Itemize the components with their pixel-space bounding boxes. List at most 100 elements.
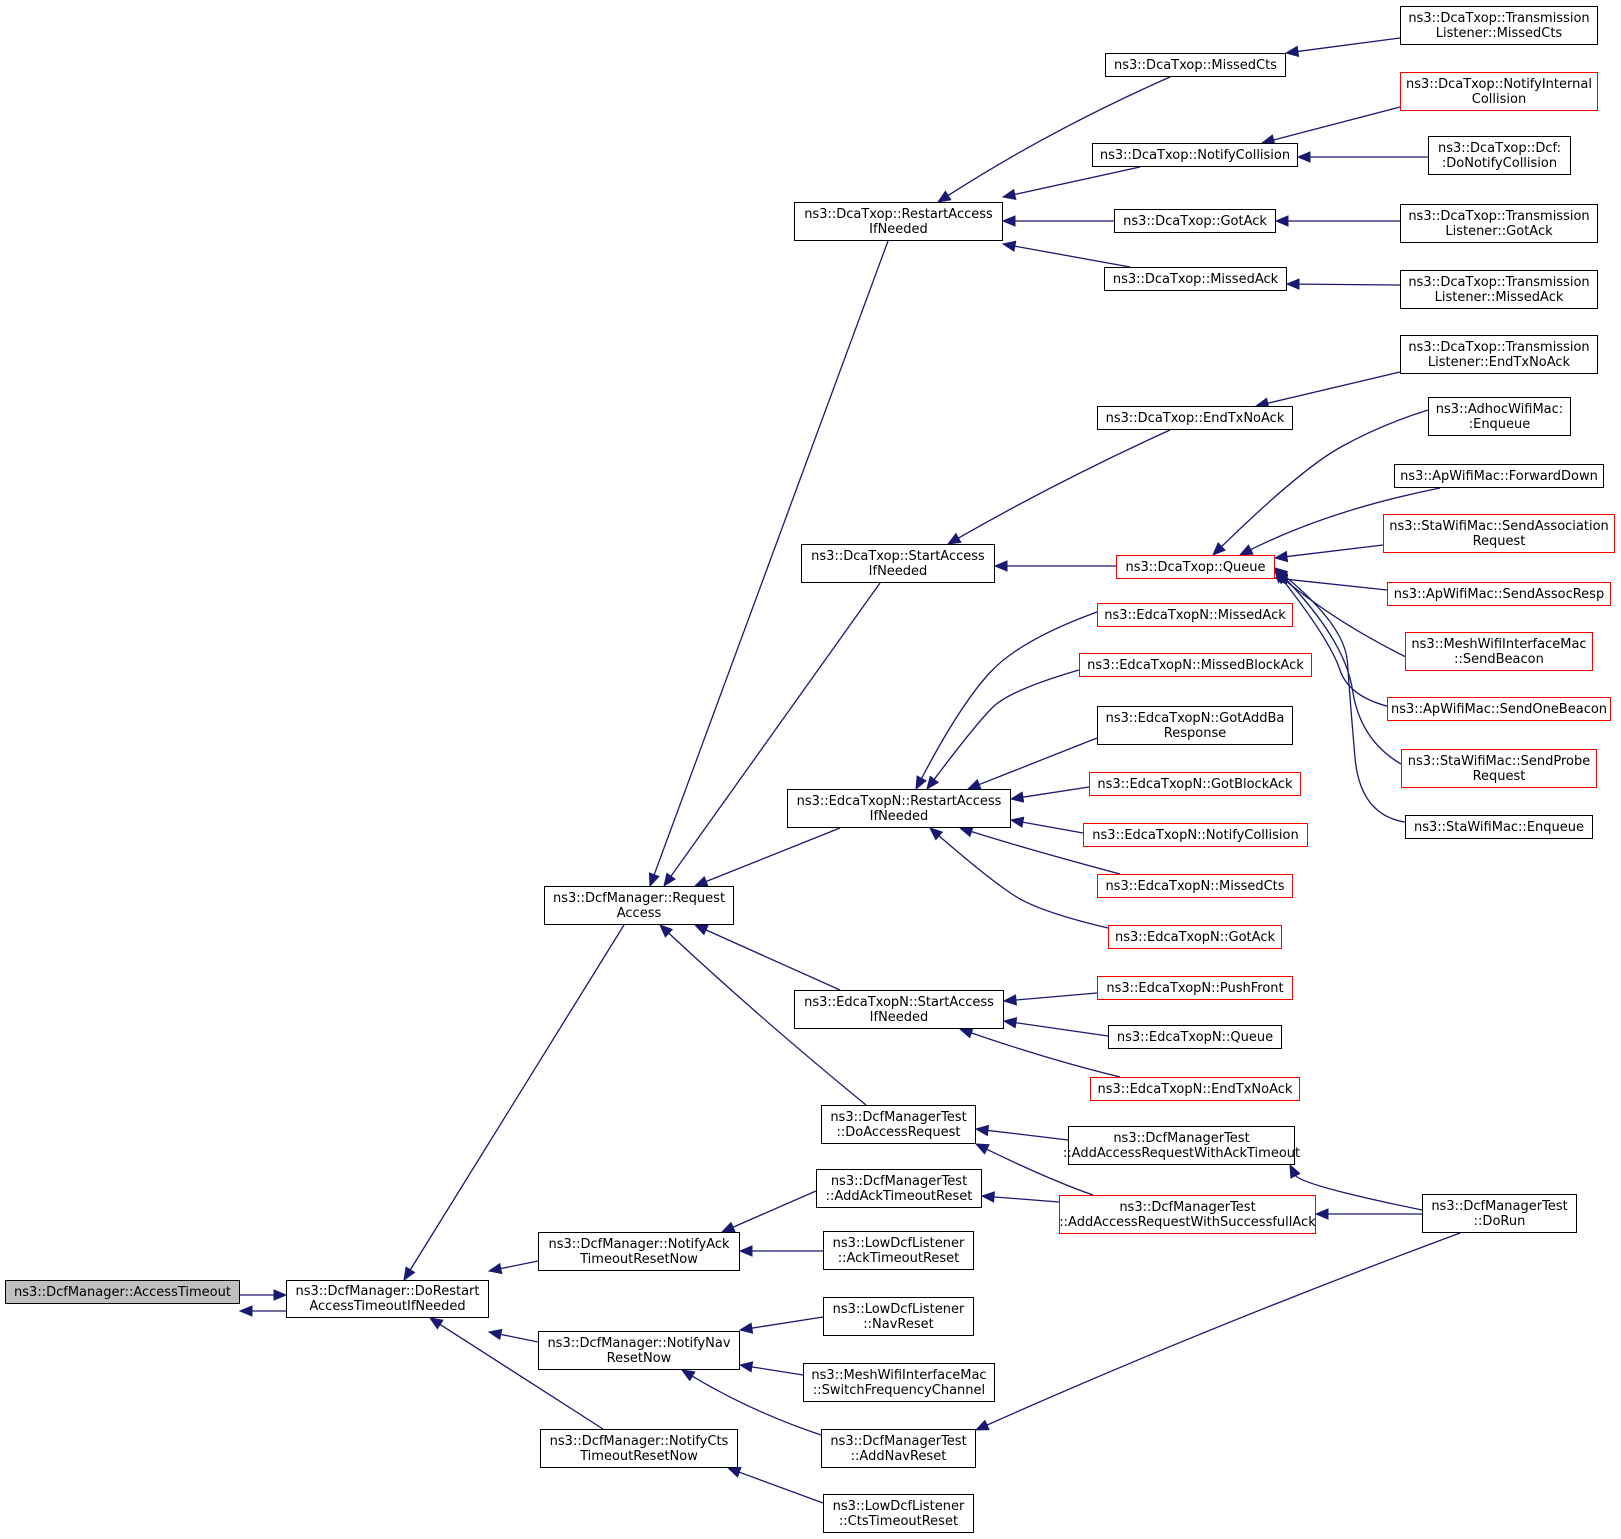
node-label: ns3::ApWifiMac::SendOneBeacon	[1390, 701, 1608, 717]
node-label: ns3::DcaTxop::Dcf:	[1437, 140, 1562, 156]
node-dmt-doaccess[interactable]: ns3::DcfManagerTest::DoAccessRequest	[821, 1105, 976, 1144]
node-label: ns3::DcfManagerTest	[830, 1173, 968, 1189]
node-edca-queue[interactable]: ns3::EdcaTxopN::Queue	[1108, 1025, 1282, 1049]
node-ldl-cts[interactable]: ns3::LowDcfListener::CtsTimeoutReset	[823, 1494, 974, 1533]
edge-dca-restart-to-requestaccess	[653, 240, 889, 876]
node-dmt-addnav[interactable]: ns3::DcfManagerTest::AddNavReset	[821, 1429, 976, 1468]
node-dmt-dorun[interactable]: ns3::DcfManagerTest::DoRun	[1422, 1194, 1577, 1233]
node-label: AccessTimeoutIfNeeded	[309, 1299, 466, 1314]
edge-notifynav-to-dorestart	[499, 1333, 539, 1343]
edge-edca-gotaddba-to-edca-restart	[977, 737, 1098, 786]
node-label: ns3::EdcaTxopN::MissedBlockAck	[1087, 657, 1304, 673]
node-ap-sendassocresp[interactable]: ns3::ApWifiMac::SendAssocResp	[1387, 582, 1611, 606]
node-label: ns3::DcaTxop::StartAccess	[811, 548, 985, 564]
node-label: ns3::DcaTxop::GotAck	[1123, 213, 1267, 229]
node-accesstimeout[interactable]: ns3::DcfManager::AccessTimeout	[5, 1280, 240, 1304]
arrowhead-icon	[238, 1305, 253, 1317]
node-edca-pushfront[interactable]: ns3::EdcaTxopN::PushFront	[1097, 976, 1293, 1000]
edge-dca-endtxnoack-to-dca-start	[957, 429, 1171, 540]
edge-edca-missedblockack-to-edca-restart	[933, 669, 1080, 781]
arrowhead-icon	[966, 779, 982, 790]
node-label: ns3::DcaTxop::Transmission	[1408, 274, 1590, 290]
edge-dca-start-to-requestaccess	[669, 582, 881, 878]
arrowhead-icon	[1009, 791, 1025, 803]
node-adhoc-enqueue[interactable]: ns3::AdhocWifiMac::Enqueue	[1428, 397, 1571, 436]
node-label: ns3::ApWifiMac::SendAssocResp	[1393, 586, 1605, 602]
node-label: TimeoutResetNow	[580, 1251, 698, 1267]
node-label: ::DoAccessRequest	[836, 1124, 961, 1140]
node-label: ns3::DcfManagerTest	[1113, 1130, 1250, 1146]
node-ap-forwarddown[interactable]: ns3::ApWifiMac::ForwardDown	[1394, 464, 1604, 488]
node-dca-endtxnoack[interactable]: ns3::DcaTxop::EndTxNoAck	[1097, 406, 1293, 430]
edge-notifyack-to-dorestart	[499, 1260, 539, 1270]
edge-notifycts-to-dorestart	[438, 1323, 604, 1430]
node-dca-notifycoll[interactable]: ns3::DcaTxop::NotifyCollision	[1092, 143, 1298, 167]
node-edca-endtxnoack[interactable]: ns3::EdcaTxopN::EndTxNoAck	[1090, 1077, 1300, 1101]
arrowhead-icon	[974, 1419, 990, 1431]
node-edca-gotblockack[interactable]: ns3::EdcaTxopN::GotBlockAck	[1089, 772, 1301, 796]
node-dca-missedcts[interactable]: ns3::DcaTxop::MissedCts	[1105, 53, 1286, 77]
edge-ap-sendonebeacon-to-dca-queue	[1281, 578, 1401, 710]
node-dmt-addsuccess[interactable]: ns3::DcfManagerTest::AddAccessRequestWit…	[1059, 1195, 1316, 1234]
node-dmt-addack[interactable]: ns3::DcfManagerTest::AddAckTimeoutReset	[816, 1169, 982, 1208]
arrowhead-icon	[929, 827, 944, 841]
node-dca-queue[interactable]: ns3::DcaTxop::Queue	[1116, 555, 1275, 579]
edge-ldl-nav-to-notifynav	[750, 1316, 824, 1329]
arrowhead-icon	[738, 1322, 754, 1334]
node-label: TimeoutResetNow	[580, 1448, 698, 1464]
arrowhead-icon	[1314, 1208, 1329, 1220]
node-label: :DoNotifyCollision	[1441, 155, 1558, 171]
edge-requestaccess-to-dorestart	[409, 924, 625, 1271]
edge-edca-endtxnoack-to-edca-start	[970, 1031, 1121, 1078]
node-edca-notifycoll[interactable]: ns3::EdcaTxopN::NotifyCollision	[1083, 823, 1308, 847]
arrowhead-icon	[974, 1124, 990, 1137]
node-sta-enqueue[interactable]: ns3::StaWifiMac::Enqueue	[1405, 815, 1593, 839]
node-label: ns3::EdcaTxopN::GotAck	[1114, 929, 1275, 945]
node-edca-missedcts[interactable]: ns3::EdcaTxopN::MissedCts	[1097, 874, 1293, 898]
node-dca-missedack[interactable]: ns3::DcaTxop::MissedAck	[1104, 267, 1287, 291]
node-mesh-switch[interactable]: ns3::MeshWifiInterfaceMac::SwitchFrequen…	[803, 1363, 995, 1402]
arrowhead-icon	[1273, 550, 1289, 563]
edge-mesh-sendbeacon-to-dca-queue	[1283, 578, 1411, 660]
edge-tl-missedcts-to-dca-missedcts	[1296, 37, 1401, 53]
node-dca-gotack[interactable]: ns3::DcaTxop::GotAck	[1114, 209, 1276, 233]
node-mesh-sendbeacon[interactable]: ns3::MeshWifiInterfaceMac::SendBeacon	[1405, 632, 1593, 671]
edge-dca-missedack-to-dca-restart	[1013, 245, 1131, 268]
edge-ap-forwarddown-to-dca-queue	[1249, 487, 1441, 551]
node-label: ::AckTimeoutReset	[837, 1250, 960, 1266]
node-ap-sendonebeacon[interactable]: ns3::ApWifiMac::SendOneBeacon	[1387, 697, 1611, 721]
node-label: ns3::DcfManager::NotifyNav	[547, 1335, 731, 1351]
node-label: ::SwitchFrequencyChannel	[812, 1382, 986, 1398]
node-edca-gotack[interactable]: ns3::EdcaTxopN::GotAck	[1108, 925, 1282, 949]
node-label: ns3::EdcaTxopN::PushFront	[1106, 980, 1284, 996]
node-label: Response	[1163, 725, 1227, 741]
node-label: ::AddAccessRequestWithAckTimeout	[1062, 1145, 1301, 1161]
node-edca-missedack[interactable]: ns3::EdcaTxopN::MissedAck	[1097, 603, 1293, 627]
node-ldl-nav[interactable]: ns3::LowDcfListener::NavReset	[823, 1297, 974, 1336]
node-dmt-addacktimeout[interactable]: ns3::DcfManagerTest::AddAccessRequestWit…	[1063, 1126, 1300, 1165]
node-ldl-ack[interactable]: ns3::LowDcfListener::AckTimeoutReset	[823, 1231, 974, 1270]
node-label: ns3::DcaTxop::Transmission	[1408, 10, 1590, 26]
node-dca-dcf-donotify[interactable]: ns3::DcaTxop::Dcf::DoNotifyCollision	[1428, 136, 1571, 175]
node-label: ns3::EdcaTxopN::MissedCts	[1105, 878, 1285, 894]
node-edca-missedblockack[interactable]: ns3::EdcaTxopN::MissedBlockAck	[1079, 653, 1312, 677]
node-label: IfNeeded	[869, 221, 928, 237]
